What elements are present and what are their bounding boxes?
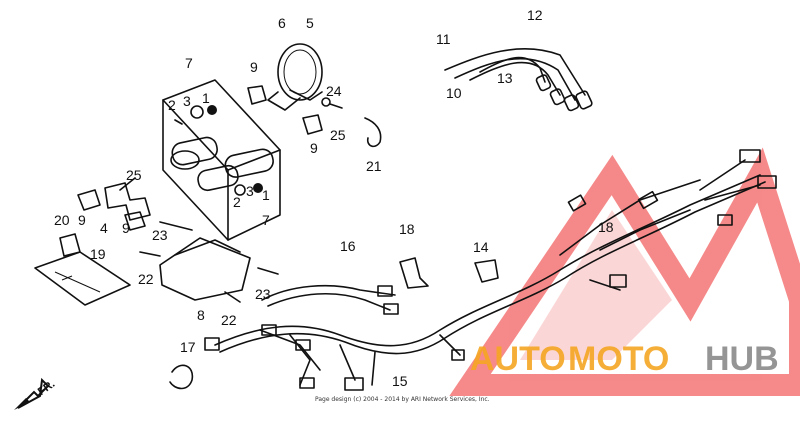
part-label: 5 <box>306 15 314 31</box>
main-wire-harness <box>204 149 777 391</box>
ignition-coil-assembly <box>162 79 281 241</box>
part-label-repeat: 22 <box>221 312 237 328</box>
front-direction-arrow <box>14 377 50 410</box>
part-label: 9 <box>250 59 258 75</box>
spark-plug-wires <box>444 48 593 112</box>
wire-clip <box>364 117 382 148</box>
part-label: 8 <box>197 307 205 323</box>
watermark-hub: HUB <box>705 340 779 378</box>
bracket-18 <box>399 257 429 289</box>
part-label: 18 <box>399 221 415 237</box>
part-label: 19 <box>90 246 106 262</box>
base-plate <box>34 251 131 306</box>
part-label: 25 <box>126 167 142 183</box>
mounting-bracket-left <box>59 177 151 257</box>
part-label-repeat: 2 <box>233 194 241 210</box>
igniter-unit <box>139 221 279 303</box>
sub-harness <box>261 284 399 315</box>
part-label-repeat: 9 <box>310 140 318 156</box>
watermark-auto: AUTO <box>470 340 566 378</box>
part-label: 2 <box>168 97 176 113</box>
part-label: 12 <box>527 7 543 23</box>
watermark-text: AUTO MOTO HUB <box>470 340 779 378</box>
part-label: 13 <box>497 70 513 86</box>
part-label-repeat: 25 <box>330 127 346 143</box>
part-label: 21 <box>366 158 382 174</box>
part-label: 15 <box>392 373 408 389</box>
part-label-repeat: 1 <box>262 187 270 203</box>
part-label: 24 <box>326 83 342 99</box>
part-label: 7 <box>185 55 193 71</box>
part-label: 20 <box>54 212 70 228</box>
part-label-repeat: 3 <box>246 183 254 199</box>
part-label-repeat: 23 <box>255 286 271 302</box>
part-label: 17 <box>180 339 196 355</box>
watermark-moto: MOTO <box>568 340 669 378</box>
part-label: 6 <box>278 15 286 31</box>
part-label: 10 <box>446 85 462 101</box>
bracket-14 <box>474 259 499 283</box>
part-number-labels: 1 2 3 4 5 6 7 8 9 10 11 12 13 14 15 16 1… <box>54 7 614 389</box>
harness-band <box>169 364 194 390</box>
part-label: 1 <box>202 90 210 106</box>
part-label: 3 <box>183 93 191 109</box>
part-label: 11 <box>436 31 451 47</box>
part-label: 14 <box>473 239 489 255</box>
part-label-repeat: 18 <box>598 219 614 235</box>
part-label: 4 <box>100 220 108 236</box>
part-label-repeat: 7 <box>262 212 270 228</box>
part-label-repeat: 9 <box>122 220 130 236</box>
band-clamp <box>247 43 343 135</box>
part-label: 22 <box>138 271 154 287</box>
part-label: 16 <box>340 238 356 254</box>
part-label-repeat: 9 <box>78 212 86 228</box>
part-label: 23 <box>152 227 168 243</box>
copyright-notice: Page design (c) 2004 - 2014 by ARI Netwo… <box>315 396 490 403</box>
